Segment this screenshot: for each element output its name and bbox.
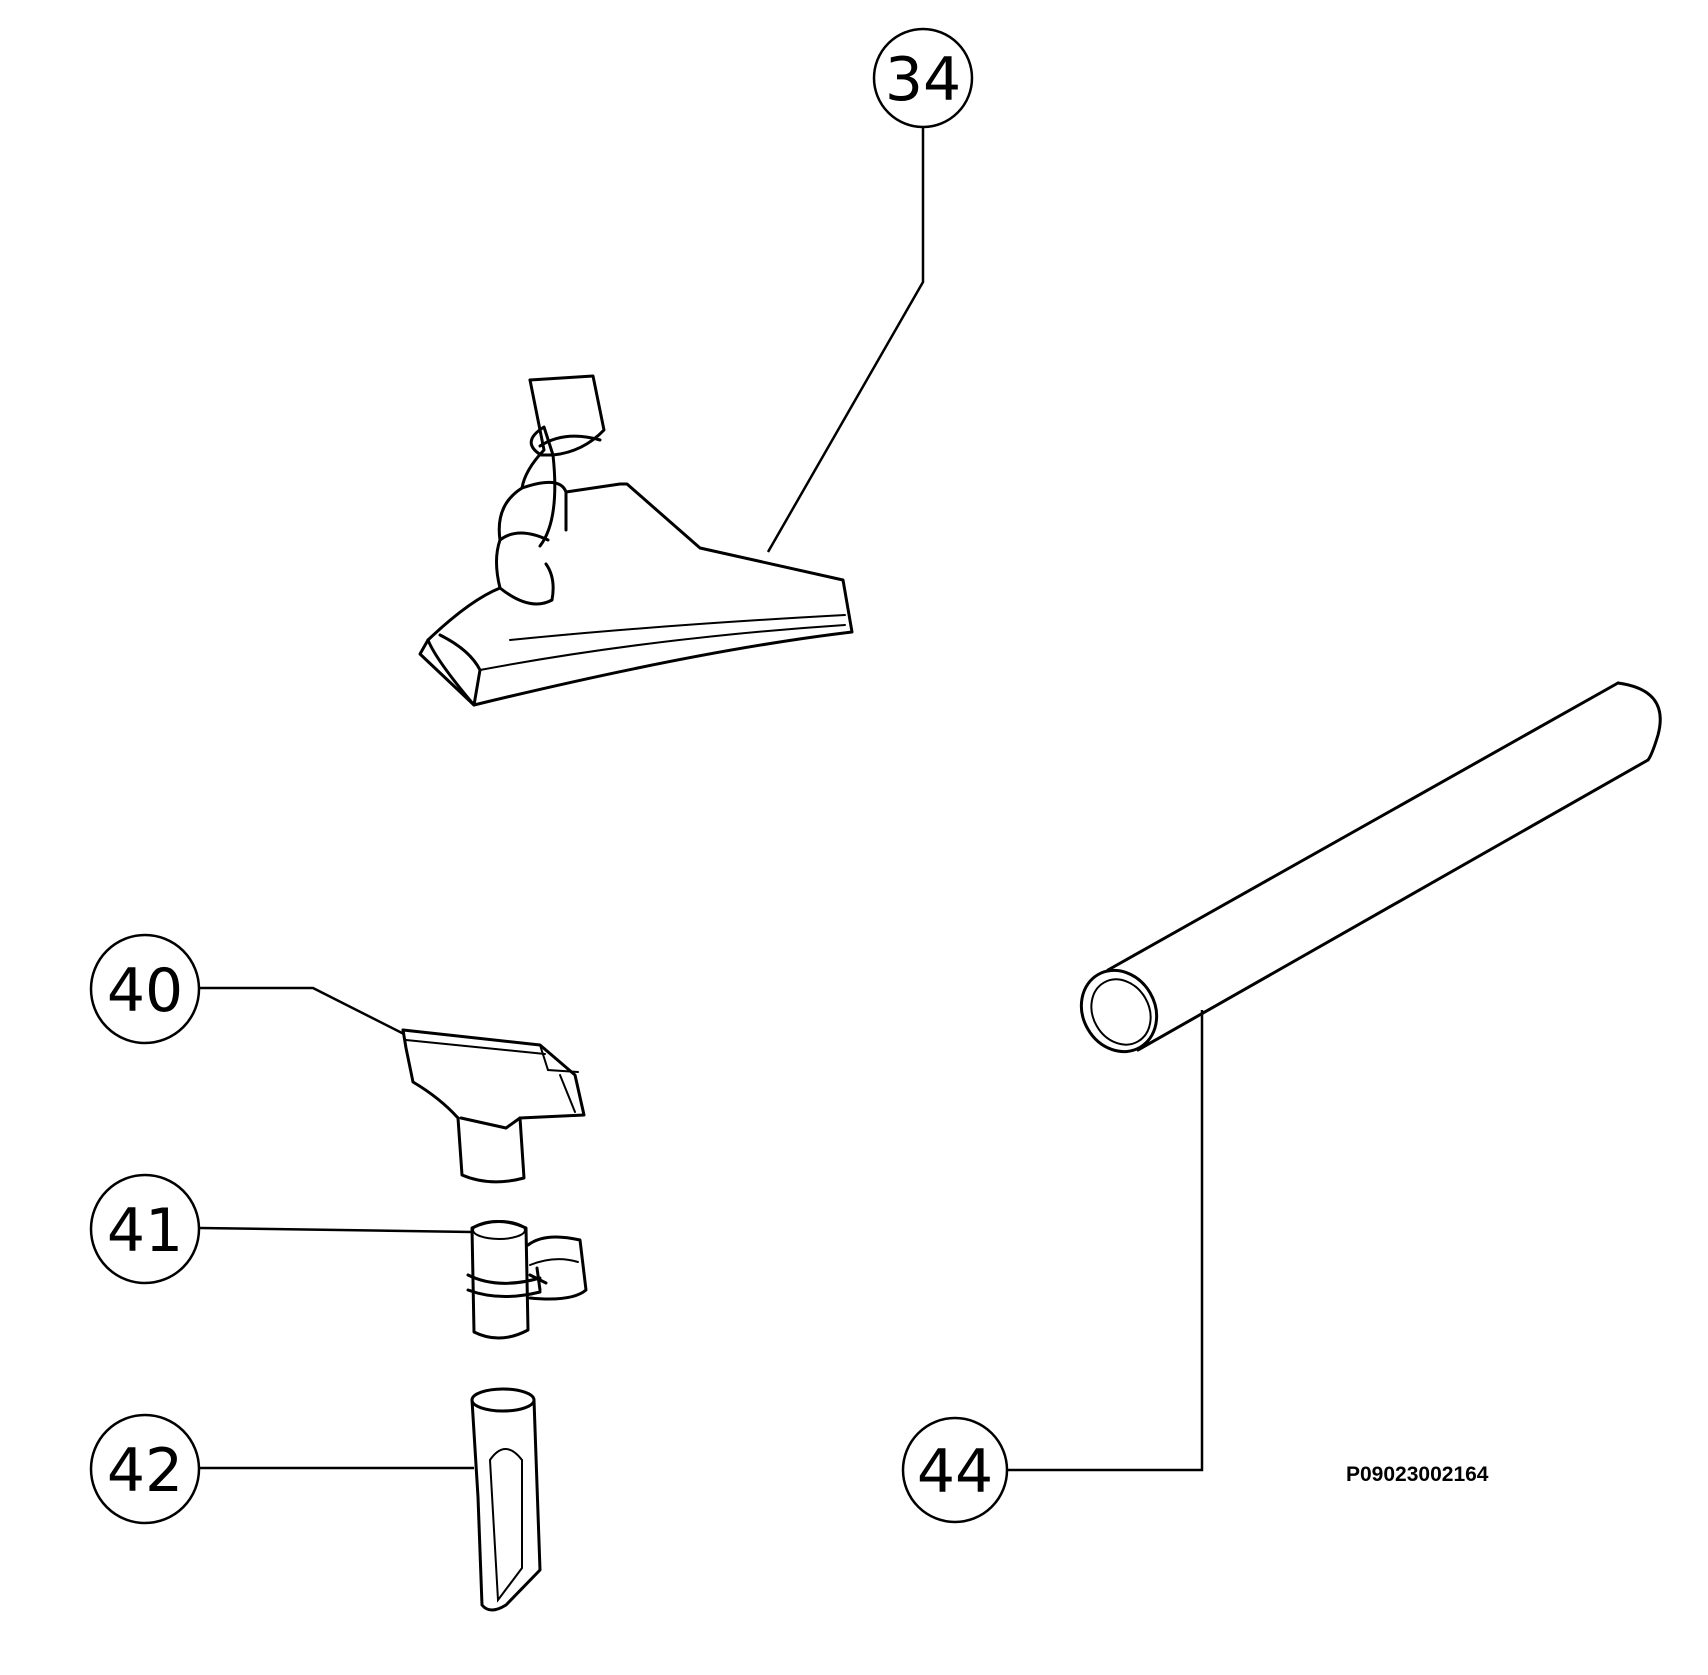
callout-34-label: 34 [885, 45, 961, 115]
callout-42[interactable]: 42 [89, 1413, 201, 1525]
drawing-code: P09023002164 [1346, 1463, 1489, 1486]
callout-44[interactable]: 44 [901, 1416, 1009, 1524]
part-42-crevice-nozzle[interactable] [470, 1387, 542, 1612]
leader-44 [1006, 1010, 1204, 1472]
callout-44-label: 44 [917, 1437, 993, 1507]
callout-41-label: 41 [107, 1196, 183, 1266]
part-40-upholstery-nozzle[interactable] [401, 1028, 586, 1184]
callout-34[interactable]: 34 [872, 27, 974, 129]
leader-41 [199, 1226, 473, 1234]
part-41-adapter-clip[interactable] [466, 1220, 588, 1340]
part-44-extension-tube[interactable] [1067, 681, 1662, 1065]
callout-41[interactable]: 41 [89, 1173, 201, 1285]
leader-40 [200, 986, 405, 1036]
leader-34 [766, 127, 925, 553]
callout-40-label: 40 [107, 956, 183, 1026]
callout-42-label: 42 [107, 1436, 183, 1506]
part-34-floor-nozzle[interactable] [418, 374, 854, 707]
callout-40[interactable]: 40 [89, 933, 201, 1045]
